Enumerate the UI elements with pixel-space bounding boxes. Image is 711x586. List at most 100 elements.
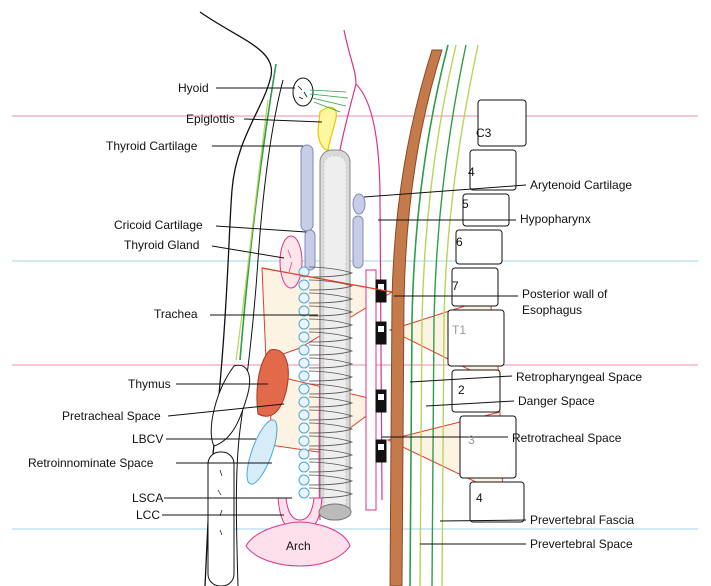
tracheal-ring-front (298, 448, 310, 460)
tracheal-ring-arc (308, 318, 354, 330)
leader-epiglottis (243, 118, 323, 123)
tracheal-ring-arc (308, 448, 354, 460)
tracheal-ring-arc (308, 409, 354, 421)
label-trachea: Trachea (154, 307, 198, 321)
vertebral-body (451, 369, 501, 413)
hyoepiglottic-ligament (309, 89, 349, 113)
fascia-green-2 (431, 44, 467, 586)
arytenoid-cartilage (352, 193, 366, 215)
vertebral-body (459, 415, 517, 479)
tracheal-ring-arc (308, 422, 354, 434)
tracheal-ring-front (298, 383, 310, 395)
vertebra-label-c7: 7 (452, 279, 459, 293)
label-retrotracheal-space: Retrotracheal Space (512, 431, 622, 445)
vertebral-column (447, 99, 527, 523)
thyroid-gland-texture (287, 249, 293, 273)
leader-retropharyngeal-space (409, 375, 513, 383)
tracheal-ring-arc (308, 396, 354, 408)
vertebra-label-t2: 2 (458, 383, 465, 397)
tracheal-ring-front (298, 305, 310, 317)
prevertebral-band (389, 49, 443, 586)
tracheal-ring-front (298, 344, 310, 356)
hyoid-bone (292, 77, 314, 107)
tracheal-ring-arc (308, 279, 354, 291)
esophagus-end (318, 503, 352, 521)
label-pretracheal-space: Pretracheal Space (62, 409, 161, 423)
tracheal-ring-arc (308, 357, 354, 369)
sternum (210, 364, 250, 447)
tracheal-ring-front (298, 370, 310, 382)
tracheal-ring-arc (308, 435, 354, 447)
tracheal-ring-arc (308, 305, 354, 317)
tracheal-ring-front (298, 461, 310, 473)
tracheal-rings (298, 266, 354, 499)
thymus (256, 349, 289, 417)
epiglottis-shape (317, 106, 337, 151)
label-hypopharynx: Hypopharynx (520, 212, 591, 226)
label-cricoid-cartilage: Cricoid Cartilage (114, 218, 203, 232)
tracheal-ring-front (298, 487, 310, 499)
vertebral-body (451, 267, 499, 307)
tracheal-ring-front (298, 396, 310, 408)
tracheal-ring-front (298, 357, 310, 369)
tracheal-ring-front (298, 422, 310, 434)
skin-line (235, 79, 284, 586)
tracheal-ring-front (298, 435, 310, 447)
tracheal-ring-arc (308, 370, 354, 382)
manubrium (207, 451, 235, 586)
esophageal-wall (365, 269, 377, 511)
label-prevertebral-fascia: Prevertebral Fascia (530, 513, 634, 527)
leader-cricoid-cartilage (215, 225, 307, 233)
label-arch: Arch (286, 539, 311, 553)
vertebral-body (455, 229, 503, 265)
leader-arytenoid-cartilage (363, 184, 527, 198)
leader-danger-space (425, 400, 515, 407)
marker-3 (375, 389, 387, 413)
tracheal-ring-front (298, 409, 310, 421)
red-wedge-edge (261, 267, 393, 293)
tracheal-ring-front (298, 474, 310, 486)
lbcv (246, 419, 278, 485)
vertebra-label-t4: 4 (476, 491, 483, 505)
marker-4 (375, 439, 387, 463)
tracheal-ring-arc (308, 383, 354, 395)
label-hyoid: Hyoid (178, 81, 209, 95)
cricoid-cartilage-anterior (304, 229, 316, 271)
label-epiglottis: Epiglottis (186, 112, 235, 126)
manubrium-texture (217, 469, 223, 536)
neck-outline (199, 11, 273, 586)
vertebral-body (462, 193, 510, 227)
vertebral-body (469, 149, 517, 191)
vertebra-label-c3: C3 (476, 126, 492, 140)
vertebra-label-c6: 6 (456, 235, 463, 249)
label-arytenoid-cartilage: Arytenoid Cartilage (530, 178, 632, 192)
label-thymus: Thymus (128, 377, 171, 391)
label-lsca: LSCA (132, 491, 163, 505)
tracheal-ring-arc (308, 474, 354, 486)
marker-2 (375, 321, 387, 345)
vertebral-body (447, 309, 505, 367)
fascia-lime-1 (419, 44, 457, 586)
vertebra-label-c4: 4 (468, 165, 475, 179)
tracheal-ring-arc (308, 331, 354, 343)
leader-prevertebral-fascia (439, 519, 527, 522)
vertebra-label-t3: 3 (468, 433, 475, 447)
lime-fascia-left (235, 99, 269, 361)
leader-pretracheal-space (167, 403, 285, 417)
arch (245, 521, 351, 567)
tracheal-ring-front (298, 266, 310, 278)
fascia-green-1 (409, 44, 449, 586)
label-posterior-wall-1: Posterior wall of (522, 287, 608, 301)
hyoid-texture (297, 85, 308, 100)
thyroid-gland (279, 235, 303, 289)
tracheal-ring-front (298, 318, 310, 330)
label-danger-space: Danger Space (518, 394, 595, 408)
vertebra-label-c5: 5 (462, 197, 469, 211)
cricoid-cartilage-posterior (352, 215, 364, 269)
leader-thyroid-gland (211, 245, 285, 259)
label-thyroid-cartilage: Thyroid Cartilage (106, 139, 198, 153)
tracheal-ring-front (298, 292, 310, 304)
label-lcc: LCC (136, 508, 160, 522)
tracheal-ring-arc (308, 461, 354, 473)
